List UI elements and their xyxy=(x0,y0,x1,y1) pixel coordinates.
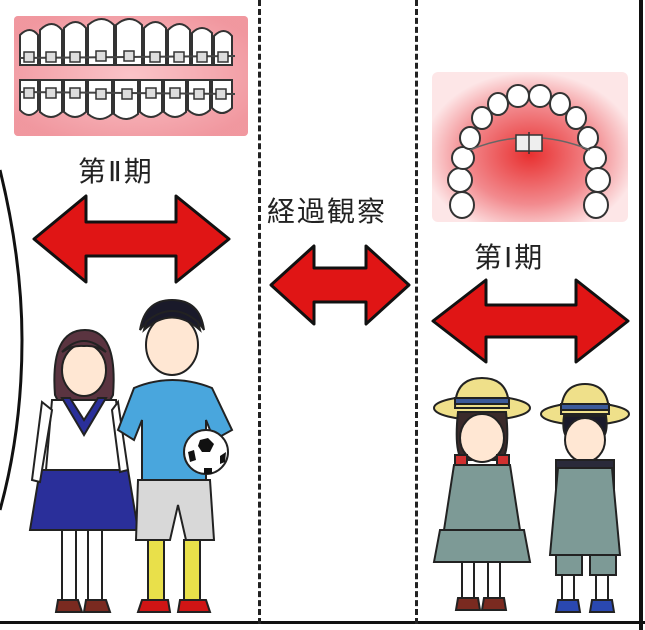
divider-left xyxy=(258,0,261,624)
schoolgirl-figure xyxy=(432,376,532,611)
double-arrow-icon xyxy=(32,194,231,284)
divider-right xyxy=(415,0,418,624)
phase-1-label: 第Ⅰ期 xyxy=(474,241,545,274)
palate-expander-icon xyxy=(432,72,628,222)
double-arrow-icon xyxy=(269,244,411,326)
braces-teeth-icon xyxy=(14,16,248,136)
left-edge-curve xyxy=(0,169,24,511)
teen-girl-figure xyxy=(28,328,140,613)
schoolboy-figure xyxy=(540,382,630,613)
right-border xyxy=(639,0,643,630)
observation-label: 経過観察 xyxy=(264,190,391,230)
double-arrow-icon xyxy=(431,278,630,364)
phase-2-label: 第Ⅱ期 xyxy=(78,155,154,188)
teen-boy-with-ball-figure xyxy=(116,298,234,613)
bottom-border xyxy=(0,621,645,624)
